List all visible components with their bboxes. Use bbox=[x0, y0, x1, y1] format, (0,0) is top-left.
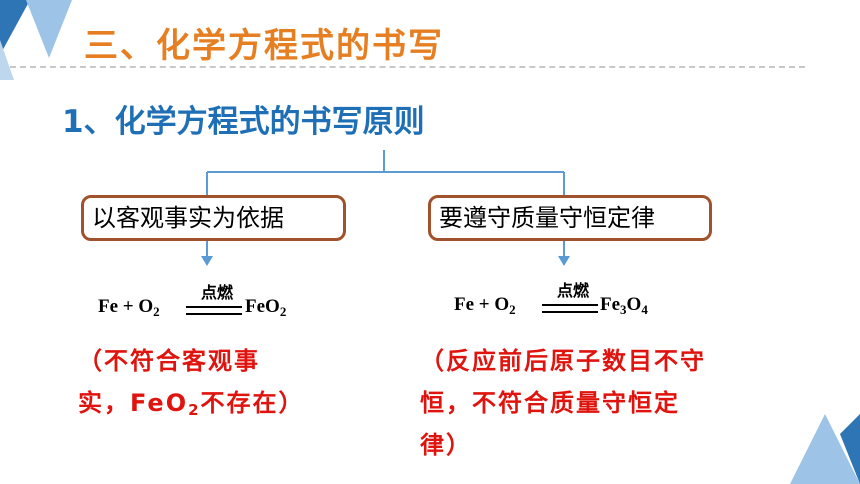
equation-left-condition: 点燃 bbox=[200, 283, 233, 302]
decor-triangles-top-left bbox=[0, 0, 72, 80]
equation-left-reactants: Fe + O2 bbox=[98, 296, 160, 319]
note-right: （反应前后原子数目不守 恒，不符合质量守恒定 律） bbox=[420, 347, 706, 459]
equation-right-equals bbox=[542, 304, 598, 313]
principle-box-conservation: 要遵守质量守恒定律 bbox=[428, 195, 712, 241]
equation-left-equals bbox=[186, 306, 242, 315]
equation-right-condition: 点燃 bbox=[556, 281, 589, 300]
equation-right-product: Fe3O4 bbox=[600, 294, 648, 317]
principle-box-facts: 以客观事实为依据 bbox=[81, 195, 346, 241]
note-left: （不符合客观事 实，FeO2不存在） bbox=[78, 347, 305, 419]
decor-triangles-bottom-right bbox=[790, 414, 860, 484]
equation-right-reactants: Fe + O2 bbox=[454, 294, 516, 317]
section-title: 三、化学方程式的书写 bbox=[84, 26, 444, 66]
principle-heading: 1、化学方程式的书写原则 bbox=[62, 104, 425, 140]
title-divider bbox=[10, 66, 805, 68]
equation-left-product: FeO2 bbox=[245, 296, 287, 319]
